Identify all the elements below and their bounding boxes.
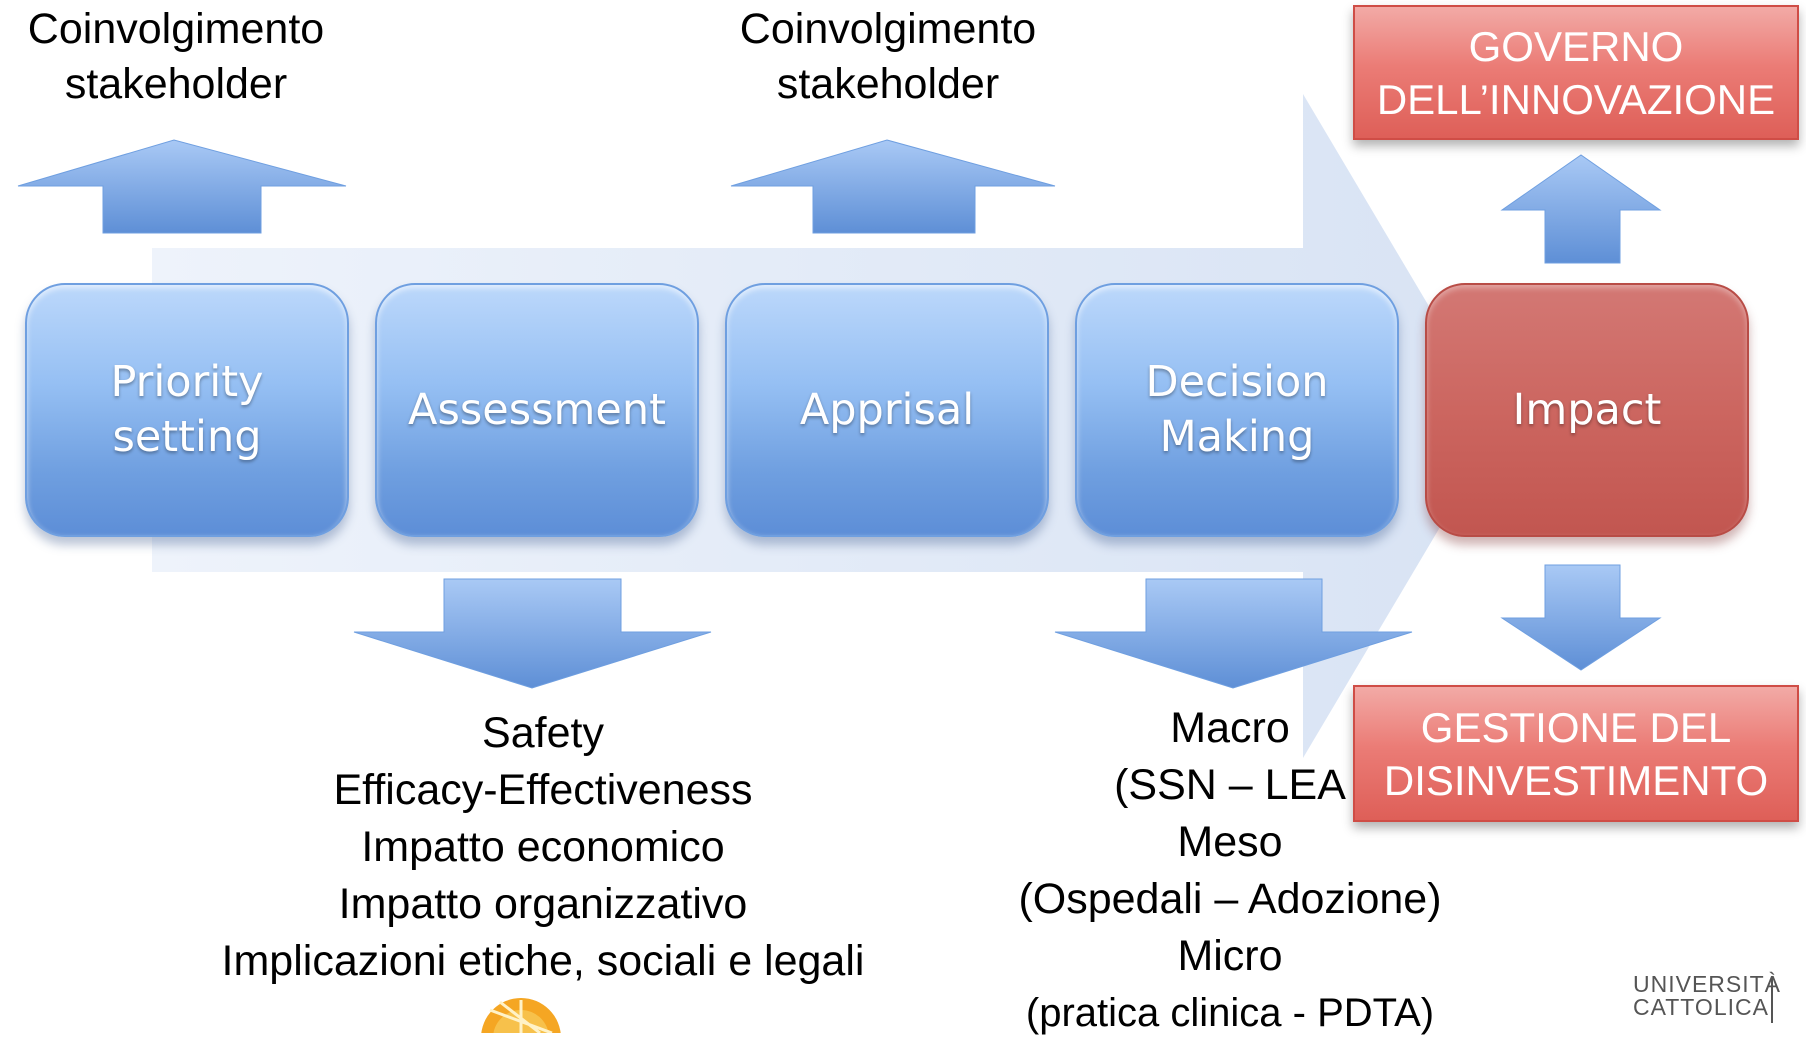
dimension-item: Impatto economico bbox=[361, 823, 725, 871]
governo-line: DELL’INNOVAZIONE bbox=[1376, 75, 1776, 123]
level-item: (Ospedali – Adozione) bbox=[1018, 875, 1442, 923]
top-left-caption: Coinvolgimento stakeholder bbox=[0, 2, 352, 112]
level-item: Micro bbox=[1177, 932, 1283, 980]
gestione-line: DISINVESTIMENTO bbox=[1383, 756, 1769, 804]
arrow-down-icon bbox=[1500, 564, 1662, 671]
caption-line: Coinvolgimento bbox=[27, 5, 325, 53]
top-center-caption: Coinvolgimento stakeholder bbox=[712, 2, 1064, 112]
dimension-item: Efficacy-Effectiveness bbox=[333, 766, 753, 814]
step-label: Assessment bbox=[408, 384, 666, 435]
level-item: Macro bbox=[1170, 704, 1290, 752]
level-item: (pratica clinica - PDTA) bbox=[1025, 991, 1435, 1035]
step-assessment: Assessment bbox=[375, 283, 699, 537]
universita-cattolica-logo: UNIVERSITÀ CATTOLICA bbox=[1633, 971, 1782, 1033]
assessment-dimensions-list: Safety Efficacy-Effectiveness Impatto ec… bbox=[150, 705, 936, 990]
logo-divider bbox=[1771, 977, 1773, 1023]
caption-line: stakeholder bbox=[776, 60, 1000, 108]
logo-line: UNIVERSITÀ bbox=[1633, 971, 1782, 997]
dimension-item: Impatto organizzativo bbox=[338, 880, 748, 928]
dimension-item: Implicazioni etiche, sociali e legali bbox=[221, 937, 865, 985]
step-label: setting bbox=[112, 412, 262, 462]
step-impact: Impact bbox=[1425, 283, 1749, 537]
arrow-down-icon bbox=[1054, 578, 1413, 689]
caption-line: stakeholder bbox=[64, 60, 288, 108]
step-label: Making bbox=[1159, 412, 1315, 462]
governo-innovazione-box: GOVERNO DELL’INNOVAZIONE bbox=[1353, 5, 1799, 140]
level-item: Meso bbox=[1177, 818, 1283, 866]
step-label: Apprisal bbox=[799, 384, 975, 435]
step-label: Priority bbox=[110, 357, 264, 407]
step-decision-making: Decision Making bbox=[1075, 283, 1399, 537]
arrow-up-icon bbox=[730, 139, 1056, 234]
arrow-up-icon bbox=[1500, 154, 1662, 264]
caption-line: Coinvolgimento bbox=[739, 5, 1037, 53]
arrow-up-icon bbox=[17, 139, 347, 234]
dimension-item: Safety bbox=[482, 709, 604, 757]
gestione-disinvestimento-box: GESTIONE DEL DISINVESTIMENTO bbox=[1353, 685, 1799, 822]
step-label: Impact bbox=[1512, 384, 1662, 435]
arrow-down-icon bbox=[353, 578, 712, 689]
step-apprisal: Apprisal bbox=[725, 283, 1049, 537]
gestione-line: GESTIONE DEL bbox=[1420, 703, 1732, 751]
logo-line: CATTOLICA bbox=[1633, 994, 1769, 1020]
step-label: Decision bbox=[1145, 357, 1329, 407]
level-item: (SSN – LEA bbox=[1114, 761, 1346, 809]
sun-logo-icon bbox=[481, 998, 561, 1033]
step-priority-setting: Priority setting bbox=[25, 283, 349, 537]
decision-levels-list: Macro (SSN – LEA Meso (Ospedali – Adozio… bbox=[980, 700, 1480, 1042]
governo-line: GOVERNO bbox=[1468, 22, 1684, 70]
